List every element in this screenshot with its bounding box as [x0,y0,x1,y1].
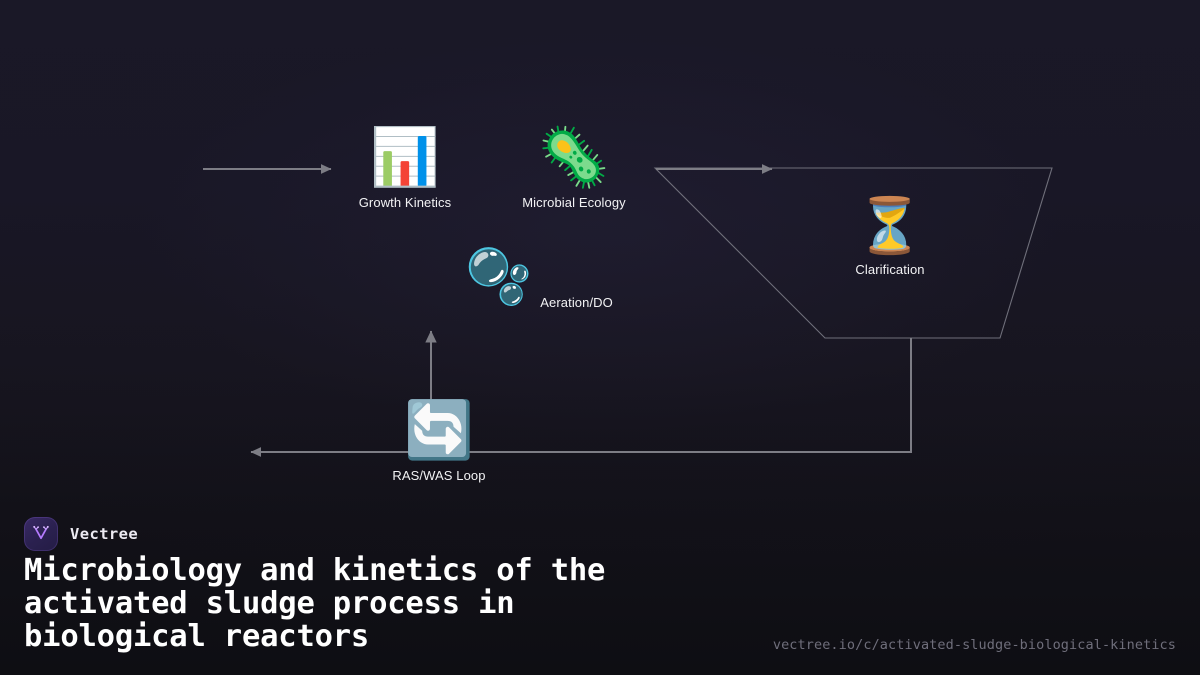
diagram-node-ras-was-loop[interactable]: 🔄 RAS/WAS Loop [362,398,516,484]
recycle-arrows-icon: 🔄 [404,398,474,463]
diagram-connectors-layer [203,164,1053,457]
brand-lockup[interactable]: Vectree [24,517,138,551]
brand-name: Vectree [70,525,139,543]
diagram-node-label: Growth Kinetics [358,195,452,210]
clarifier-underflow-line [430,338,912,453]
diagram-node-aeration-do[interactable]: 🫧 Aeration/DO [425,243,613,310]
bar-chart-icon: 📊 [370,125,440,190]
microbe-icon: 🦠 [537,123,611,191]
source-url: vectree.io/c/activated-sludge-biological… [772,637,1176,653]
diagram-node-microbial-ecology[interactable]: 🦠 Microbial Ecology [497,128,651,210]
clarifier-basin-outline [653,167,1053,339]
diagram-node-label: Aeration/DO [540,295,613,310]
hourglass-icon: ⏳ [856,194,924,257]
process-flow-diagram: 📊 Growth Kinetics 🦠 Microbial Ecology 🫧 … [203,125,1053,484]
diagram-node-clarification[interactable]: ⏳ Clarification [812,194,968,278]
diagram-node-label: Microbial Ecology [522,195,626,210]
diagram-node-growth-kinetics[interactable]: 📊 Growth Kinetics [328,125,482,211]
vectree-logo-icon [24,517,58,551]
footer-banner: Vectree Microbiology and kinetics of the… [0,500,1200,675]
diagram-node-label: Clarification [855,262,925,277]
bubbles-icon: 🫧 [465,244,533,308]
page-title: Microbiology and kinetics of the activat… [24,553,606,654]
diagram-node-label: RAS/WAS Loop [392,468,486,483]
